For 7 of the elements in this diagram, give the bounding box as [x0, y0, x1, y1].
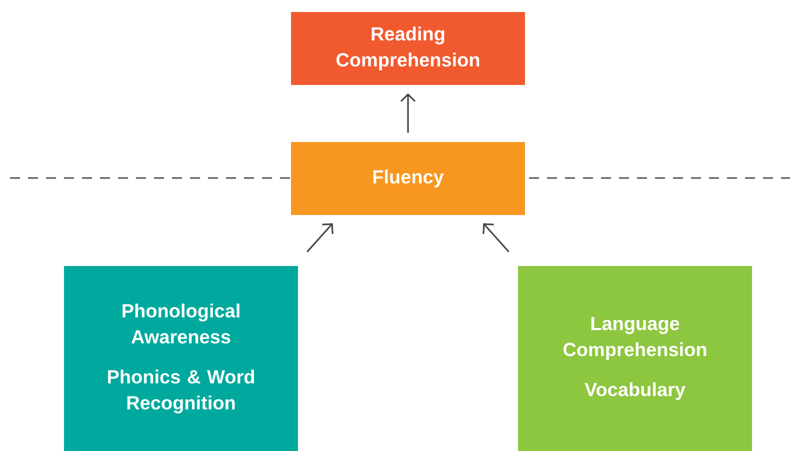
skill-box: Fluency [291, 142, 525, 215]
arrow [306, 223, 334, 252]
arrow [482, 223, 510, 252]
arrow [400, 93, 416, 133]
skill-box: Phonological Awareness Phonics & Word Recognition [64, 266, 298, 451]
outcome-box: Reading Comprehension [291, 12, 525, 85]
skill-box: Language Comprehension Vocabulary [518, 266, 752, 451]
